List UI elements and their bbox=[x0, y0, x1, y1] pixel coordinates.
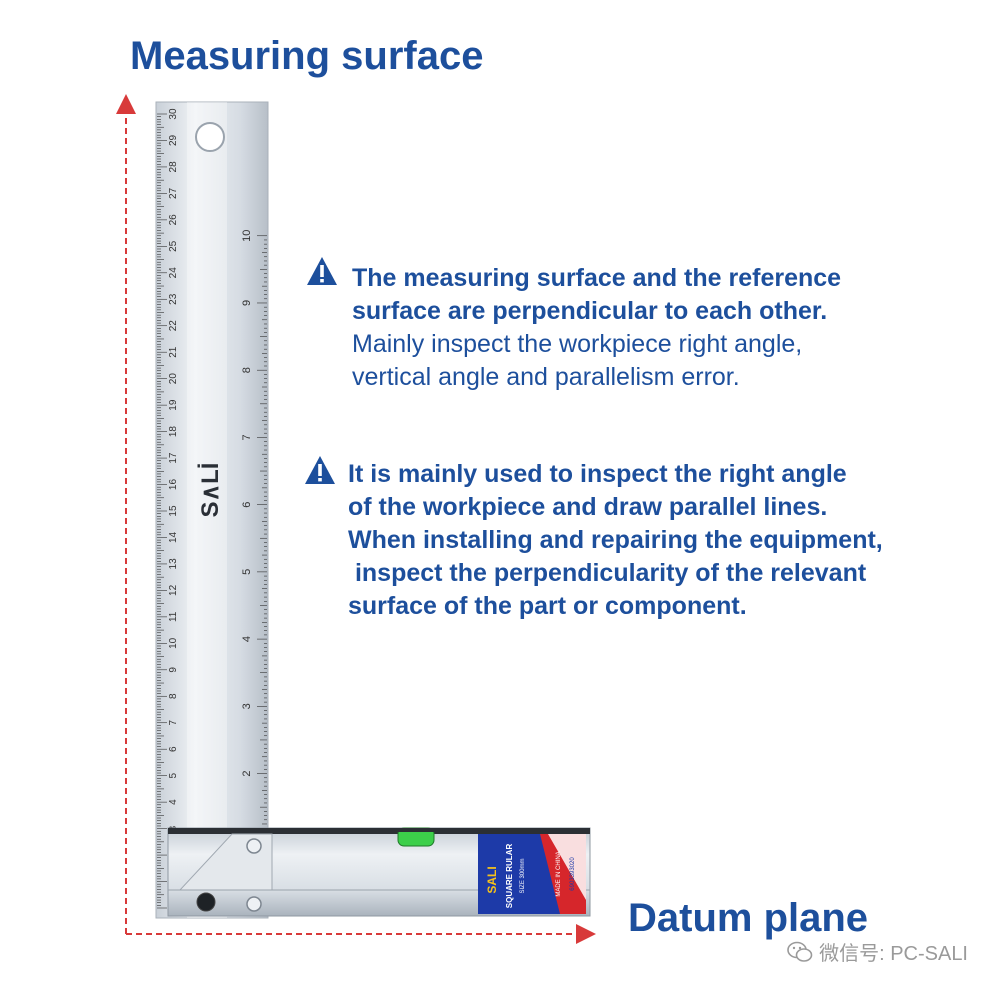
cm-label: 26 bbox=[168, 214, 179, 226]
cm-label: 14 bbox=[168, 531, 179, 543]
note-line: surface are perpendicular to each other. bbox=[352, 297, 828, 325]
inch-label: 10 bbox=[241, 230, 253, 242]
svg-text:6903393020: 6903393020 bbox=[570, 857, 576, 891]
svg-text:SQUARE RULAR: SQUARE RULAR bbox=[505, 844, 514, 909]
cm-label: 16 bbox=[168, 479, 179, 491]
cm-label: 19 bbox=[168, 399, 179, 411]
note-line: inspect the perpendicularity of the rele… bbox=[348, 559, 867, 587]
note-line: surface of the part or component. bbox=[348, 592, 747, 620]
cm-label: 24 bbox=[168, 267, 179, 279]
cm-label: 15 bbox=[168, 505, 179, 517]
cm-label: 30 bbox=[168, 108, 179, 120]
measuring-surface-title: Measuring surface bbox=[130, 34, 484, 78]
cm-label: 9 bbox=[168, 667, 179, 673]
cm-label: 17 bbox=[168, 452, 179, 464]
svg-text:MADE IN CHINA: MADE IN CHINA bbox=[556, 851, 562, 896]
cm-label: 5 bbox=[168, 772, 179, 778]
watermark-text: 微信号: PC-SALI bbox=[819, 943, 968, 965]
cm-label: 22 bbox=[168, 320, 179, 332]
cm-label: 11 bbox=[168, 611, 179, 622]
note-line: of the workpiece and draw parallel lines… bbox=[348, 493, 828, 521]
ruler-blade bbox=[155, 101, 269, 919]
hang-hole bbox=[195, 122, 225, 152]
cm-label: 21 bbox=[168, 346, 179, 358]
inch-label: 3 bbox=[241, 703, 253, 709]
inch-label: 8 bbox=[241, 367, 253, 373]
cm-label: 7 bbox=[168, 720, 179, 726]
cm-label: 25 bbox=[168, 240, 179, 252]
datum-plane-title: Datum plane bbox=[628, 896, 869, 940]
cm-label: 8 bbox=[168, 693, 179, 699]
rivet-top bbox=[246, 838, 262, 854]
blade-brand-logo: S∧Lİ bbox=[197, 463, 224, 518]
wechat-icon bbox=[787, 941, 813, 962]
note-perpendicular: The measuring surface and the reference … bbox=[352, 262, 841, 394]
inch-label: 5 bbox=[241, 569, 253, 575]
note-line: Mainly inspect the workpiece right angle… bbox=[352, 330, 803, 358]
warning-icon bbox=[305, 456, 335, 484]
cm-label: 20 bbox=[168, 373, 179, 385]
rivet-bottom bbox=[246, 896, 262, 912]
inch-label: 2 bbox=[241, 770, 253, 776]
screw bbox=[196, 892, 216, 912]
inch-scale: 12345678910 bbox=[241, 230, 267, 909]
product-label: SALI SQUARE RULAR SIZE 300mm MADE IN CHI… bbox=[478, 834, 586, 914]
cm-label: 23 bbox=[168, 293, 179, 305]
cm-label: 13 bbox=[168, 558, 179, 570]
cm-label: 6 bbox=[168, 746, 179, 752]
note-line: vertical angle and parallelism error. bbox=[352, 363, 740, 391]
svg-text:SIZE 300mm: SIZE 300mm bbox=[520, 858, 526, 893]
watermark: 微信号: PC-SALI bbox=[787, 937, 968, 966]
note-line: When installing and repairing the equipm… bbox=[348, 526, 883, 554]
note-line: It is mainly used to inspect the right a… bbox=[348, 460, 847, 488]
cm-label: 12 bbox=[168, 584, 179, 596]
inch-label: 7 bbox=[241, 434, 253, 440]
inch-label: 9 bbox=[241, 300, 253, 306]
cm-label: 4 bbox=[168, 799, 179, 805]
note-usage: It is mainly used to inspect the right a… bbox=[348, 458, 883, 623]
inch-label: 4 bbox=[241, 636, 253, 642]
cm-label: 10 bbox=[168, 637, 179, 649]
svg-text:SALI: SALI bbox=[485, 866, 499, 893]
inch-label: 6 bbox=[241, 502, 253, 508]
cm-label: 27 bbox=[168, 187, 179, 199]
warning-icon bbox=[307, 257, 337, 285]
cm-label: 29 bbox=[168, 134, 179, 146]
note-line: The measuring surface and the reference bbox=[352, 264, 842, 292]
cm-label: 18 bbox=[168, 426, 179, 438]
cm-label: 28 bbox=[168, 161, 179, 173]
